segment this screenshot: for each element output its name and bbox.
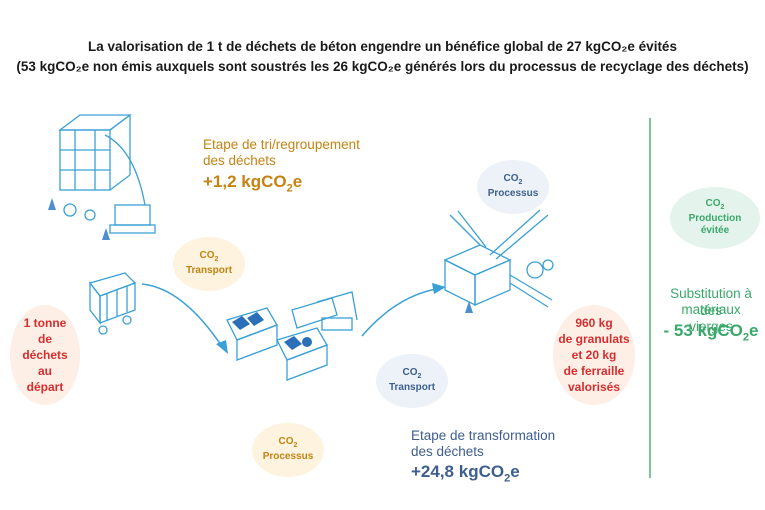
substitution-value: - 53 kgCO2e bbox=[663, 321, 759, 344]
sorting-containers-illustration bbox=[226, 291, 358, 381]
sorting-step-value: +1,2 kgCO2e bbox=[203, 172, 303, 195]
processus-bubble-bottom: CO2 Processus bbox=[252, 423, 324, 477]
truck-illustration bbox=[88, 272, 137, 335]
transformation-step-label-line-2: des déchets bbox=[411, 444, 484, 459]
transport-bubble-bottom: CO2 Transport bbox=[376, 354, 448, 408]
divider-line bbox=[649, 118, 651, 478]
sorting-step-label-line-1: Etape de tri/regroupement bbox=[203, 137, 360, 152]
transformation-step-label-line-1: Etape de transformation bbox=[411, 428, 556, 443]
transport-bubble-top: CO2 Transport bbox=[173, 237, 245, 291]
substitution-label-line-2: matériaux vierges bbox=[681, 302, 741, 334]
processus-bubble-top: CO2 Processus bbox=[477, 160, 549, 214]
avoided-production-bubble: CO2 Production évitée bbox=[670, 187, 760, 249]
crusher-machine-illustration bbox=[443, 209, 554, 313]
transformation-step-value: +24,8 kgCO2e bbox=[411, 462, 520, 485]
arrow-to-transformation bbox=[361, 283, 446, 337]
sorting-step-label-line-2: des déchets bbox=[203, 153, 276, 168]
title-line-2: (53 kgCO₂e non émis auxquels sont soustr… bbox=[16, 59, 749, 74]
arrow-to-sorting bbox=[141, 283, 228, 354]
title-line-1: La valorisation de 1 t de déchets de bét… bbox=[88, 39, 677, 54]
recycling-center-illustration bbox=[48, 114, 156, 240]
substitution-label-line-1: Substitution à des bbox=[670, 286, 752, 318]
